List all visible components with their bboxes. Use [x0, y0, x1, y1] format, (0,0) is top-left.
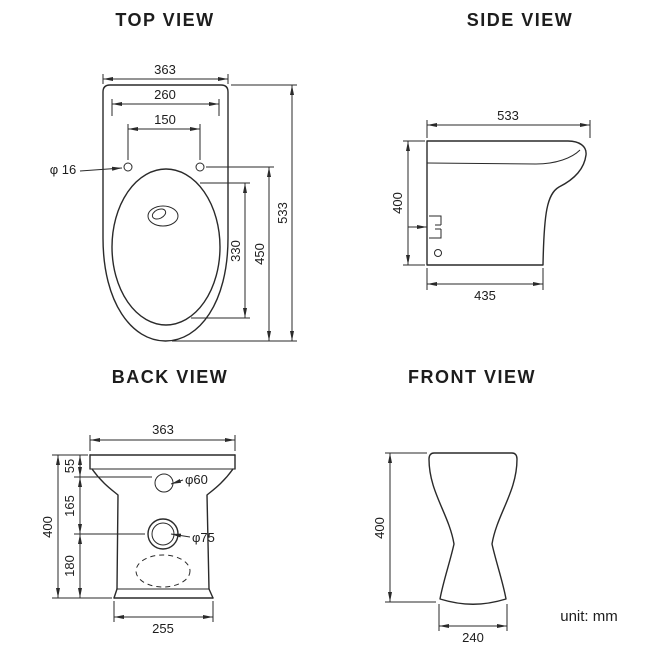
flush-outlet-oval: [147, 205, 179, 227]
drain-hole-side: [434, 249, 442, 257]
unit-label: unit: mm: [560, 608, 618, 625]
seat-opening-oval: [111, 168, 221, 326]
leader-line-hole-small: [170, 478, 184, 485]
top-view-title: TOP VIEW: [115, 10, 214, 30]
flush-outlet-inner-oval: [151, 208, 167, 220]
dim-seg-bottom: 180: [62, 555, 77, 577]
back-view: BACK VIEW φ60 φ75 363 55: [40, 367, 236, 636]
leader-line-hole-large: [170, 533, 191, 538]
hinge-hole-right: [195, 162, 205, 172]
base-left-flare: [113, 588, 118, 599]
dim-width-inner: 150: [154, 112, 176, 127]
toilet-top-outline: [102, 84, 229, 342]
back-right-side: [206, 468, 234, 590]
dim-front-height: 400: [372, 517, 387, 539]
outlet-hole-circle-inner: [151, 522, 175, 546]
dim-hole-small-label: φ60: [185, 472, 208, 487]
dim-depth: 533: [497, 108, 519, 123]
fixing-bracket-detail: [429, 215, 442, 239]
drain-dashed-oval: [135, 554, 191, 588]
front-view-title: FRONT VIEW: [408, 367, 536, 387]
top-view: TOP VIEW 363 260 150 φ 16 533 450: [50, 10, 297, 342]
dim-base-width-back: 255: [152, 621, 174, 636]
front-view: FRONT VIEW 400 240: [372, 367, 536, 645]
leader-line-hole: [79, 166, 123, 172]
dim-seg-top: 55: [62, 459, 77, 473]
dim-back-height: 400: [40, 516, 55, 538]
rim-underside-line: [426, 149, 581, 165]
side-view-title: SIDE VIEW: [467, 10, 574, 30]
back-left-side: [91, 468, 119, 590]
dim-hole-label: φ 16: [50, 162, 77, 177]
dim-length-overall: 533: [275, 202, 290, 224]
dim-back-width: 363: [152, 422, 174, 437]
back-view-title: BACK VIEW: [112, 367, 229, 387]
dim-length-bowl: 330: [228, 240, 243, 262]
dim-length-seat: 450: [252, 243, 267, 265]
inlet-hole-circle: [154, 473, 174, 493]
toilet-front-outline: [428, 452, 518, 605]
toilet-side-outline: [426, 140, 587, 266]
dim-base-depth: 435: [474, 288, 496, 303]
dim-seg-mid: 165: [62, 495, 77, 517]
dim-height-side: 400: [390, 192, 405, 214]
base-right-flare: [208, 588, 214, 599]
side-view: SIDE VIEW 533 400 435: [390, 10, 591, 303]
dim-hole-large-label: φ75: [192, 530, 215, 545]
hinge-hole-left: [123, 162, 133, 172]
dim-width-mid: 260: [154, 87, 176, 102]
dim-front-base-width: 240: [462, 630, 484, 645]
dim-width-outer: 363: [154, 62, 176, 77]
